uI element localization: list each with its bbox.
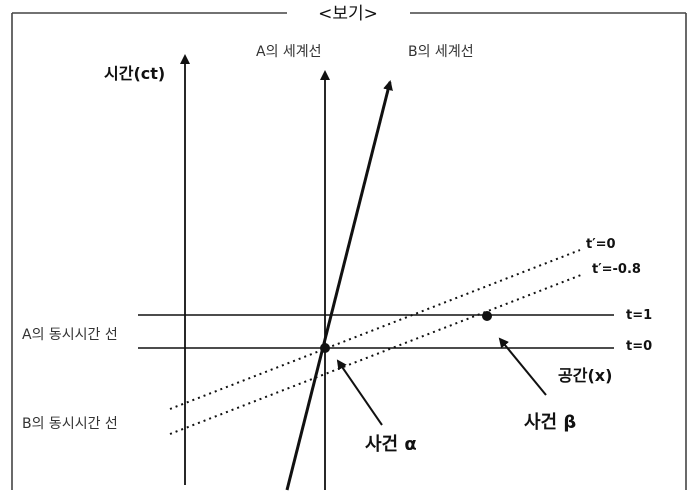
line-tprime-0 [169, 249, 581, 410]
worldline-b-label: B의 세계선 [408, 44, 474, 60]
event-beta-label: 사건 β [524, 412, 576, 433]
event-alpha-dot [320, 343, 330, 353]
line-tprime-minus-0-8 [169, 274, 582, 435]
time-axis-label: 시간(ct) [104, 64, 165, 83]
event-alpha-label: 사건 α [365, 434, 417, 455]
line-tprime-0-label: t′=0 [586, 237, 616, 252]
simultaneity-a-label: A의 동시시간 선 [22, 327, 118, 343]
event-alpha-arrow [336, 359, 383, 426]
event-beta-arrow [498, 337, 547, 396]
line-t1-label: t=1 [626, 308, 652, 323]
space-axis-label: 공간(x) [558, 366, 612, 385]
worldline-a-label: A의 세계선 [256, 44, 322, 60]
event-beta-dot [482, 311, 492, 321]
line-t0-label: t=0 [626, 339, 652, 354]
line-tprime-minus-0-8-label: t′=-0.8 [592, 262, 641, 277]
simultaneity-b-label: B의 동시시간 선 [22, 416, 118, 432]
box-title: <보기> [318, 4, 378, 24]
worldline-b [285, 80, 393, 491]
